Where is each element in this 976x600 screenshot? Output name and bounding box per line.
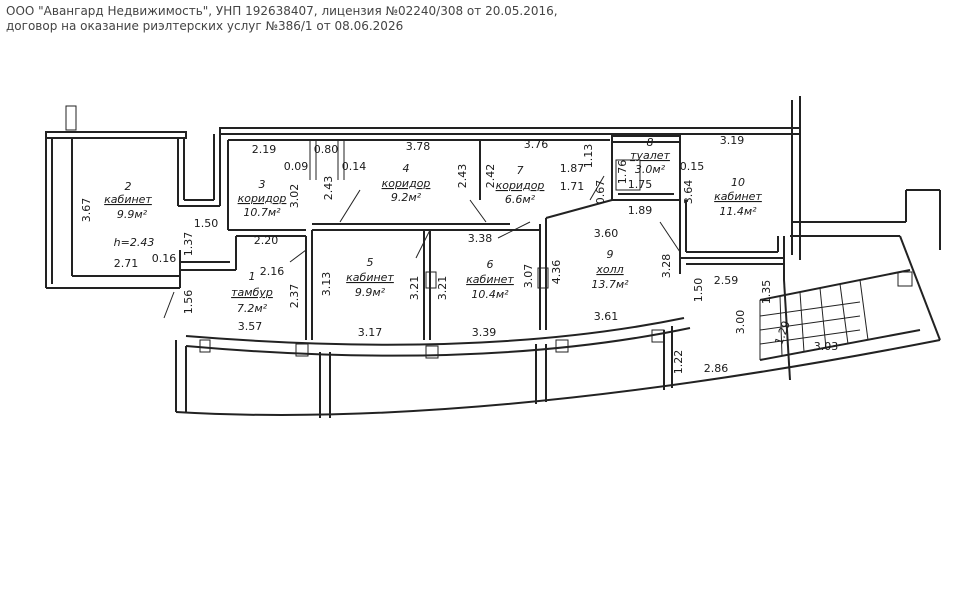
dimension-label: 2.19 [252,143,277,156]
dimension-label: 3.13 [320,272,333,297]
dimension-label: 2.86 [704,362,729,375]
dimension-label: 2.59 [714,274,739,287]
dimension-label: 1.22 [672,350,685,375]
dimension-label: 2.37 [288,284,301,309]
dimension-label: 3.38 [468,232,493,245]
dimension-label: 2.71 [114,257,139,270]
header-line-1: ООО "Авангард Недвижимость", УНП 1926384… [6,4,558,18]
dimension-label: 2.16 [260,265,285,278]
room-8-area: 3.0м² [635,163,666,176]
dimension-label: 4.36 [550,260,563,285]
dimension-label: 3.03 [814,340,839,353]
room-10-name: кабинет [714,190,762,203]
dimension-labels: 2.19 0.09 0.80 0.14 3.78 3.76 1.13 3.19 … [80,134,838,375]
dimension-label: 3.39 [472,326,497,339]
dimension-label: 1.75 [628,178,653,191]
room-5-name: кабинет [346,271,394,284]
room-7-number: 7 [517,164,524,177]
room-2-height: h=2.43 [114,236,155,249]
dimension-label: 3.02 [288,184,301,209]
dimension-label: 3.64 [682,180,695,205]
room-10-number: 10 [731,176,745,189]
dimension-label: 1.56 [182,290,195,315]
dimension-label: 1.50 [692,278,705,303]
room-6-name: кабинет [466,273,514,286]
room-2-number: 2 [125,180,132,193]
header-line-2: договор на оказание риэлтерских услуг №3… [6,19,404,33]
dimension-label: 1.89 [628,204,653,217]
dimension-label: 0.09 [284,160,309,173]
dimension-label: 1.87 [560,162,585,175]
room-1-number: 1 [249,270,256,283]
plan-walls [45,96,941,418]
dimension-label: 3.07 [522,264,535,289]
dimension-label: 1.76 [616,160,629,185]
room-6-area: 10.4м² [471,288,509,301]
dimension-label: 0.80 [314,143,339,156]
dimension-label: 3.00 [734,310,747,335]
dimension-label: 3.28 [660,254,673,279]
dimension-label: 1.29 [772,319,793,346]
room-7-name: коридор [496,179,545,192]
dimension-label: 2.42 [484,164,497,189]
room-6-number: 6 [487,258,494,271]
dimension-label: 3.67 [80,198,93,223]
dimension-label: 3.61 [594,310,619,323]
room-7-area: 6.6м² [505,193,536,206]
room-2-name: кабинет [104,193,152,206]
room-1-name: тамбур [231,286,273,299]
room-3-area: 10.7м² [243,206,281,219]
room-2-area: 9.9м² [117,208,148,221]
room-4-name: коридор [382,177,431,190]
dimension-label: 3.19 [720,134,745,147]
room-3-name: коридор [238,192,287,205]
room-1-area: 7.2м² [237,302,268,315]
dimension-label: 0.15 [680,160,705,173]
room-9-name: холл [595,263,623,276]
room-3-number: 3 [259,178,266,191]
document-header: ООО "Авангард Недвижимость", УНП 1926384… [6,4,558,34]
room-labels: 2 кабинет 9.9м² h=2.43 3 коридор 10.7м² … [104,136,762,315]
dimension-label: 3.60 [594,227,619,240]
dimension-label: 1.50 [194,217,219,230]
room-4-area: 9.2м² [391,191,422,204]
dimension-label: 3.78 [406,140,431,153]
room-5-area: 9.9м² [355,286,386,299]
dimension-label: 3.21 [408,276,421,301]
dimension-label: 2.43 [456,164,469,189]
room-9-number: 9 [607,248,614,261]
dimension-label: 2.20 [254,234,279,247]
room-8-name: туалет [630,149,670,162]
dimension-label: 1.35 [760,280,773,305]
dimension-label: 1.71 [560,180,585,193]
room-8-number: 8 [647,136,654,149]
dimension-label: 3.76 [524,138,549,151]
room-5-number: 5 [367,256,374,269]
dimension-label: 0.67 [594,180,607,205]
dimension-label: 1.37 [182,232,195,257]
dimension-label: 3.17 [358,326,383,339]
dimension-label: 0.14 [342,160,367,173]
room-10-area: 11.4м² [719,205,757,218]
dimension-label: 0.16 [152,252,177,265]
dimension-label: 1.13 [582,144,595,169]
dimension-label: 3.57 [238,320,263,333]
dimension-label: 2.43 [322,176,335,201]
room-4-number: 4 [403,162,410,175]
dimension-label: 3.21 [436,276,449,301]
room-9-area: 13.7м² [591,278,629,291]
